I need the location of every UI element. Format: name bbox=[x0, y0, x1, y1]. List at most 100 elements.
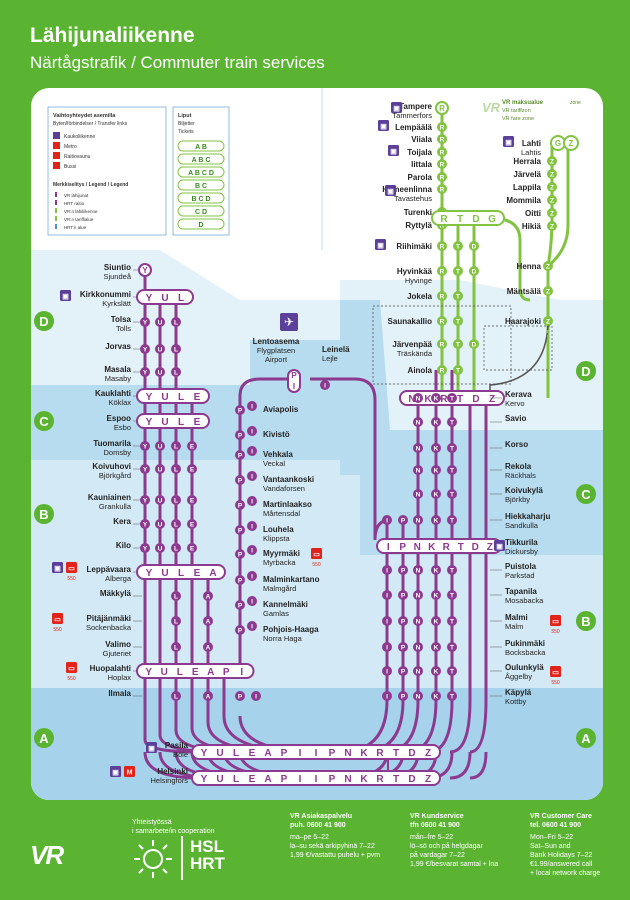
station-stop bbox=[235, 549, 245, 559]
station-stop bbox=[155, 317, 165, 327]
station-stop bbox=[171, 543, 181, 553]
station-stop bbox=[543, 261, 553, 271]
hub-letter: N bbox=[414, 542, 421, 553]
stop-letter: U bbox=[158, 546, 163, 553]
north-station: Ainola bbox=[408, 366, 433, 375]
hub-letter: T bbox=[393, 774, 399, 785]
stop-letter: N bbox=[416, 694, 421, 701]
stop-letter: T bbox=[450, 468, 454, 475]
contact-line: ma–pe 5–22 bbox=[290, 834, 329, 841]
legend-box bbox=[47, 106, 167, 236]
hub-letter: Z bbox=[487, 542, 493, 553]
badge-glyph: ▣ bbox=[505, 140, 512, 147]
station-stop bbox=[453, 339, 463, 349]
stop-letter: T bbox=[450, 446, 454, 453]
stop-letter: I bbox=[251, 449, 253, 456]
stop-letter: T bbox=[456, 319, 460, 326]
hub-pasila bbox=[191, 744, 441, 760]
hub-letter: L bbox=[233, 748, 239, 759]
station-stop bbox=[382, 616, 392, 626]
north-station: Riihimäki bbox=[396, 242, 432, 251]
hub-letter: U bbox=[161, 568, 168, 579]
east-station: Hiekkaharju bbox=[505, 512, 550, 521]
station-stop bbox=[171, 317, 181, 327]
hub-letter: R bbox=[376, 748, 384, 759]
stop-letter: I bbox=[386, 518, 388, 525]
stop-letter: P bbox=[401, 669, 406, 676]
stop-letter: K bbox=[434, 446, 439, 453]
north-station: Ryttylä bbox=[405, 221, 432, 230]
station-name-sv: Bocksbacka bbox=[505, 648, 546, 657]
west-station: Pitäjänmäki bbox=[87, 614, 131, 623]
stop-letter: P bbox=[238, 528, 243, 535]
legend-lines-title: Merkkiselitys / Legend / Legend bbox=[53, 182, 128, 188]
station-stop bbox=[187, 495, 197, 505]
west-station: Koivuhovi bbox=[92, 462, 131, 471]
hub-letter: P bbox=[281, 774, 288, 785]
hub-letter: P bbox=[329, 748, 336, 759]
ticket-pill bbox=[177, 179, 225, 191]
stop-letter: Y bbox=[143, 347, 148, 354]
stop-letter: U bbox=[158, 467, 163, 474]
badge-glyph: M bbox=[127, 770, 133, 777]
hub-letter: E bbox=[249, 748, 256, 759]
stop-letter: T bbox=[456, 368, 460, 375]
hub-letter: Y bbox=[145, 667, 152, 678]
stop-letter: Y bbox=[143, 498, 148, 505]
hub-letter: I bbox=[387, 542, 390, 553]
track-line bbox=[547, 143, 570, 268]
ticket-pill bbox=[177, 218, 225, 230]
north-station: Turenki bbox=[404, 208, 432, 217]
stop-letter: R bbox=[440, 294, 445, 301]
zone-letter: D bbox=[581, 364, 590, 379]
track-line bbox=[489, 216, 531, 302]
vr-zone-tag: zone bbox=[570, 100, 581, 106]
stop-letter: P bbox=[401, 518, 406, 525]
stop-letter: I bbox=[251, 624, 253, 631]
station-name-sv: Malmgård bbox=[263, 584, 296, 593]
stop-letter: L bbox=[174, 444, 178, 451]
station-stop bbox=[247, 426, 257, 436]
station-name-sv: Räckhals bbox=[505, 471, 536, 480]
station-stop bbox=[431, 616, 441, 626]
contact-line: €1.99/answered call bbox=[530, 861, 593, 868]
station-name-sv: Tammerfors bbox=[392, 111, 432, 120]
hub-letter: I bbox=[299, 748, 302, 759]
stop-letter: P bbox=[401, 568, 406, 575]
badge-glyph: ▣ bbox=[148, 746, 155, 753]
legend-title: Vaihtoyhteydet asemilla bbox=[53, 113, 116, 119]
stop-letter: T bbox=[456, 244, 460, 251]
lahti-station: Oitti bbox=[525, 209, 541, 218]
stop-letter: U bbox=[158, 347, 163, 354]
track-line bbox=[469, 398, 488, 754]
hub-letter: U bbox=[161, 392, 168, 403]
station-stop bbox=[155, 344, 165, 354]
hub-huopalahti bbox=[136, 663, 255, 679]
stop-letter: I bbox=[386, 619, 388, 626]
lahti-station: Lahti bbox=[522, 139, 541, 148]
lahti-station: Mäntsälä bbox=[507, 287, 542, 296]
badge-glyph: ▣ bbox=[380, 124, 387, 131]
hub-espoo bbox=[136, 413, 210, 429]
stop-letter: R bbox=[440, 137, 445, 144]
logo-divider bbox=[181, 836, 183, 880]
ticket-zone: B C D bbox=[191, 196, 210, 203]
hub-letter: Y bbox=[201, 774, 208, 785]
stop-letter: Z bbox=[550, 198, 554, 205]
stop-letter: K bbox=[434, 645, 439, 652]
hub-leppavaara bbox=[136, 564, 226, 580]
train-icon bbox=[375, 239, 386, 250]
hub-letter: L bbox=[233, 774, 239, 785]
stop-letter: T bbox=[450, 694, 454, 701]
stop-letter: R bbox=[440, 150, 445, 157]
station-stop bbox=[543, 316, 553, 326]
page-subtitle: Närtågstrafik / Commuter train services bbox=[30, 53, 325, 72]
station-name-sv: Lahtis bbox=[521, 148, 541, 157]
stop-letter: I bbox=[251, 524, 253, 531]
stop-letter: I bbox=[251, 474, 253, 481]
west-station: Kauniainen bbox=[88, 493, 131, 502]
stop-letter: N bbox=[416, 669, 421, 676]
